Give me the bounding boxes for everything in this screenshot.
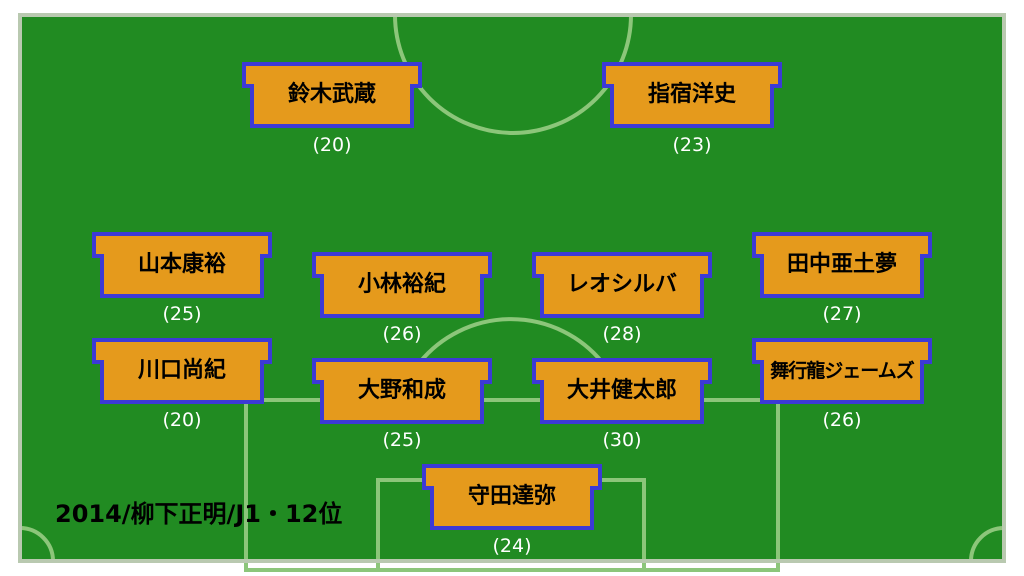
player-name: レオシルバ	[566, 272, 677, 297]
player-card: 大井健太郎	[532, 358, 712, 424]
player-age: (20)	[162, 409, 202, 431]
player-name: 大野和成	[357, 378, 446, 403]
shirt-icon	[752, 338, 932, 404]
player-name: 守田達弥	[467, 484, 556, 509]
player-card: 山本康裕	[92, 232, 272, 298]
player-card: 田中亜土夢	[752, 232, 932, 298]
player-name: 鈴木武蔵	[287, 82, 376, 107]
player-card: 守田達弥	[422, 464, 602, 530]
corner-arc-left	[19, 526, 55, 562]
player-name: 小林裕紀	[357, 272, 446, 297]
player-age: (28)	[602, 323, 642, 345]
player-age: (25)	[162, 303, 202, 325]
player-card: 指宿洋史	[602, 62, 782, 128]
player-name: 舞行龍ジェームズ	[770, 360, 914, 382]
player-age: (30)	[602, 429, 642, 451]
shirt-icon	[752, 232, 932, 298]
player-name: 田中亜土夢	[786, 252, 897, 277]
shirt-icon	[602, 62, 782, 128]
player-age: (23)	[672, 134, 712, 156]
player-age: (27)	[822, 303, 862, 325]
player-card: 大野和成	[312, 358, 492, 424]
shirt-icon	[422, 464, 602, 530]
shirt-icon	[532, 358, 712, 424]
player-age: (26)	[382, 323, 422, 345]
corner-arc-right	[969, 526, 1005, 562]
shirt-icon	[532, 252, 712, 318]
player-name: 山本康裕	[137, 252, 226, 277]
shirt-icon	[92, 338, 272, 404]
player-card: レオシルバ	[532, 252, 712, 318]
player-name: 大井健太郎	[566, 378, 677, 403]
player-name: 川口尚紀	[137, 358, 226, 383]
player-card: 舞行龍ジェームズ	[752, 338, 932, 404]
player-card: 小林裕紀	[312, 252, 492, 318]
shirt-icon	[242, 62, 422, 128]
shirt-icon	[312, 358, 492, 424]
pitch-border	[18, 13, 1006, 563]
player-name: 指宿洋史	[647, 82, 736, 107]
shirt-icon	[312, 252, 492, 318]
player-card: 鈴木武蔵	[242, 62, 422, 128]
player-age: (25)	[382, 429, 422, 451]
season-caption: 2014/柳下正明/J1・12位	[55, 500, 343, 528]
shirt-icon	[92, 232, 272, 298]
player-age: (26)	[822, 409, 862, 431]
player-card: 川口尚紀	[92, 338, 272, 404]
player-age: (24)	[492, 535, 532, 557]
player-age: (20)	[312, 134, 352, 156]
penalty-arc	[418, 317, 604, 364]
